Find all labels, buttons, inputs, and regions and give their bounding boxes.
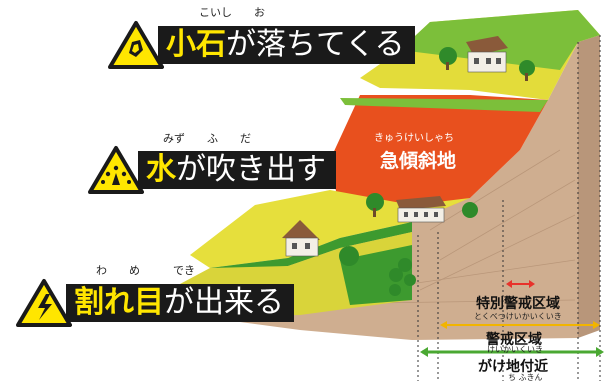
warning-water-spouting: 水が吹き出す: [88, 145, 336, 195]
steep-slope: [330, 95, 548, 222]
warning-3-rest: が出来る: [164, 285, 284, 320]
warning-3-highlight: 割れ目: [74, 285, 164, 320]
warning-2-ruby: みず ふ だ: [163, 132, 251, 145]
warning-cracks: 割れ目が出来る: [16, 278, 294, 328]
zone-special-arrow: [506, 280, 535, 288]
soil-right-face: [578, 35, 600, 338]
warning-2-label: 水が吹き出す: [138, 151, 336, 189]
trees: [339, 47, 535, 296]
house-top: [466, 36, 508, 73]
warning-1-label: 小石が落ちてくる: [158, 26, 415, 64]
zone-warning-arrow: [440, 321, 600, 329]
zone-warning-label: 警戒区域: [486, 332, 542, 348]
slope-top-edge: [340, 98, 548, 112]
middle-grass-edge: [210, 222, 412, 276]
zone-warning-ruby: けいかいくいき: [487, 345, 543, 354]
warning-3-ruby: わ め でき: [96, 264, 195, 277]
house-middle: [396, 196, 446, 223]
falling-stone-icon: [108, 21, 164, 69]
water-spring-icon: [88, 146, 144, 194]
zone-nearby-arrow: [420, 347, 604, 357]
warning-3-label: 割れ目が出来る: [66, 284, 294, 322]
zone-nearby-label: がけ地付近: [478, 359, 548, 375]
warning-2-highlight: 水: [146, 152, 176, 187]
zone-special-warning-ruby: とくべつけいかいくいき: [474, 312, 562, 321]
house-lower: [282, 220, 320, 257]
warning-2-rest: が吹き出す: [176, 152, 326, 187]
slope-label-ruby: きゅうけいしゃち: [374, 133, 454, 144]
slope-label: 急傾斜地: [380, 150, 457, 172]
zone-special-warning-label: 特別警戒区域: [476, 296, 560, 312]
crack-icon: [16, 279, 72, 327]
zone-nearby-ruby: ち ふきん: [508, 373, 543, 382]
warning-1-ruby: こいし お: [199, 6, 265, 19]
warning-falling-stones: 小石が落ちてくる: [108, 20, 415, 70]
warning-1-highlight: 小石: [166, 27, 226, 62]
warning-1-rest: が落ちてくる: [226, 27, 405, 62]
